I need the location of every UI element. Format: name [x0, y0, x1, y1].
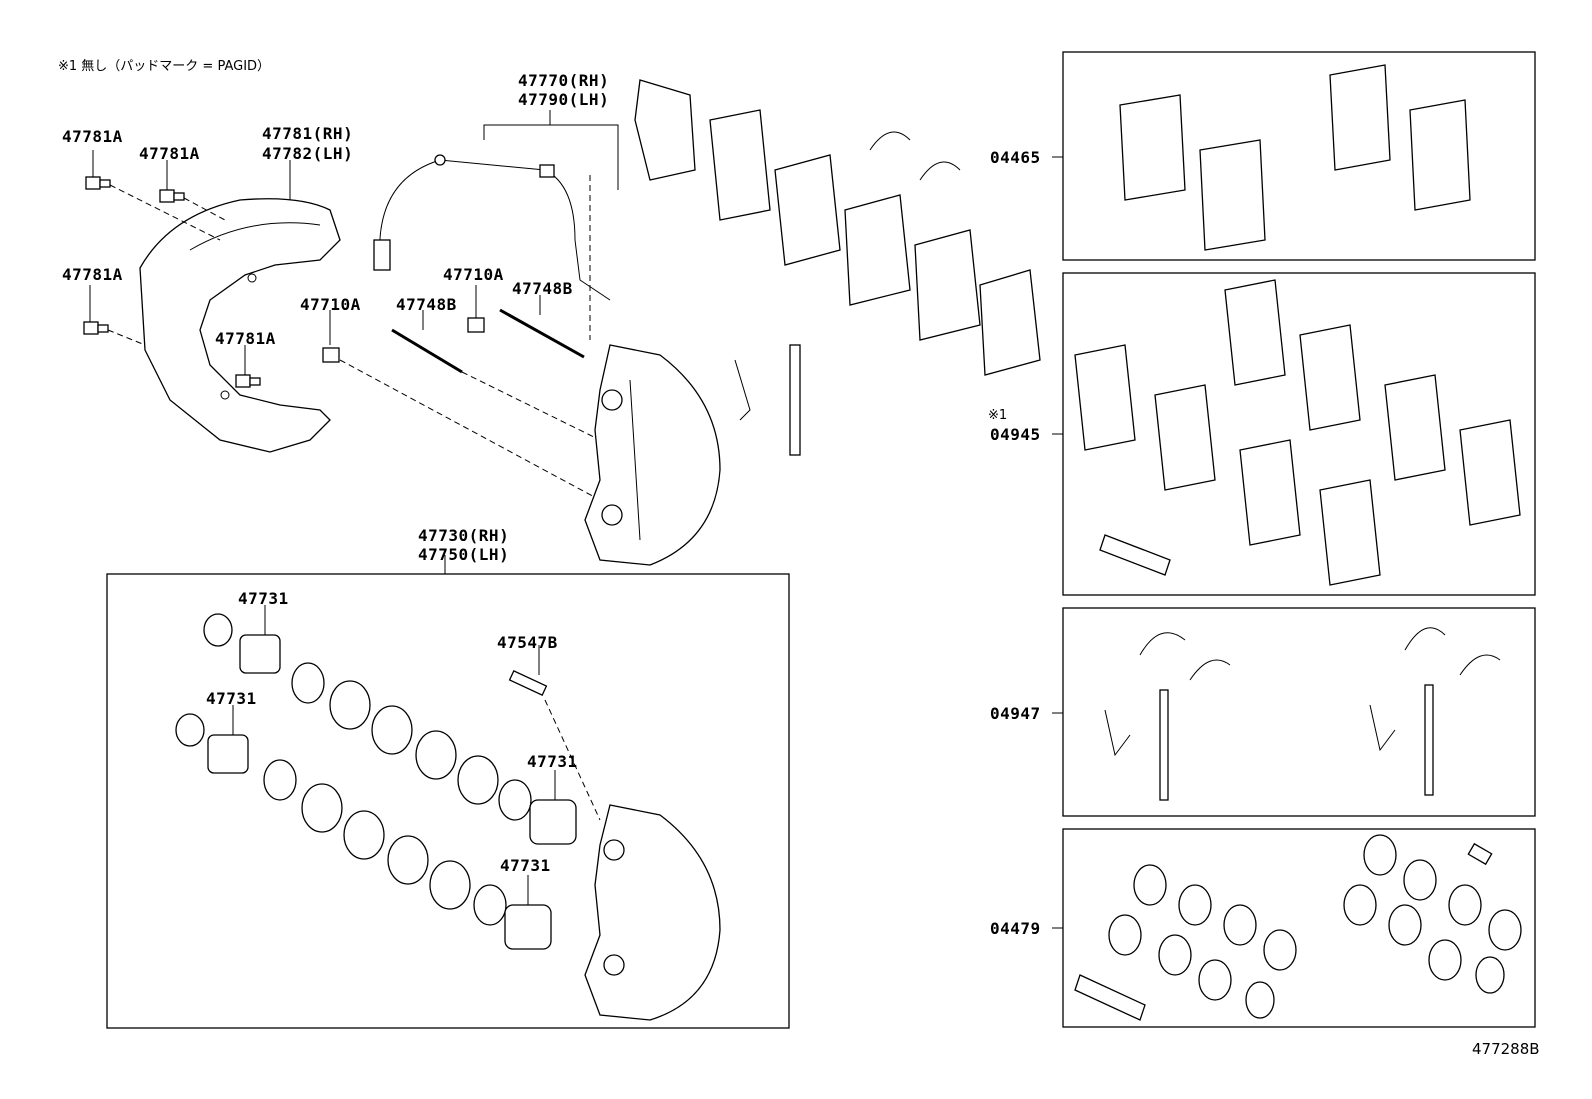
- kit-label-04465: 04465: [990, 148, 1041, 167]
- label-47790-lh: 47790(LH): [518, 90, 610, 109]
- caliper-upper: [584, 344, 721, 566]
- pad-sequence-upper: [634, 79, 1041, 456]
- kit-mark-04945: ※1: [988, 408, 1008, 423]
- label-47781A-2: 47781A: [139, 144, 200, 163]
- bolt-47781A-1: [85, 176, 111, 190]
- caliper-assy-box: [106, 573, 790, 1029]
- label-47731-3: 47731: [527, 752, 578, 771]
- label-47710A-2: 47710A: [300, 295, 361, 314]
- kit-label-04947: 04947: [990, 704, 1041, 723]
- note-text: ※1 無し（パッドマーク = PAGID）: [58, 59, 271, 74]
- label-47781A-1: 47781A: [62, 127, 123, 146]
- label-47782-lh: 47782(LH): [262, 144, 354, 163]
- label-47781-rh: 47781(RH): [262, 124, 354, 143]
- figure-id: 477288B: [1472, 1040, 1540, 1058]
- label-47770-rh: 47770(RH): [518, 71, 610, 90]
- bolt-47781A-3: [83, 321, 109, 335]
- bolt-47781A-2: [159, 189, 185, 203]
- label-47731-2: 47731: [206, 689, 257, 708]
- dust-shield: [139, 198, 341, 453]
- kit-box-04465: [1062, 51, 1536, 261]
- label-47748B-2: 47748B: [512, 279, 573, 298]
- label-47781A-3: 47781A: [62, 265, 123, 284]
- kit-04945-pads: [1074, 279, 1521, 586]
- label-47547B: 47547B: [497, 633, 558, 652]
- kit-label-04945: 04945: [990, 425, 1041, 444]
- label-47731-4: 47731: [500, 856, 551, 875]
- kit-box-04947: [1062, 607, 1536, 817]
- kit-label-04479: 04479: [990, 919, 1041, 938]
- kit-04465-pads: [1119, 64, 1471, 251]
- kit-04479-seals: [1074, 834, 1522, 1021]
- kit-04947-clips: [1104, 627, 1501, 801]
- label-47730-rh: 47730(RH): [418, 526, 510, 545]
- pad-wear-sensor: [373, 110, 619, 301]
- seal-rings-and-pistons: [175, 605, 601, 950]
- label-47748B-1: 47748B: [396, 295, 457, 314]
- label-47731-1: 47731: [238, 589, 289, 608]
- label-47750-lh: 47750(LH): [418, 545, 510, 564]
- caliper-lower: [584, 804, 721, 1021]
- bolt-47781A-4: [235, 374, 261, 388]
- label-47781A-4: 47781A: [215, 329, 276, 348]
- label-47710A-1: 47710A: [443, 265, 504, 284]
